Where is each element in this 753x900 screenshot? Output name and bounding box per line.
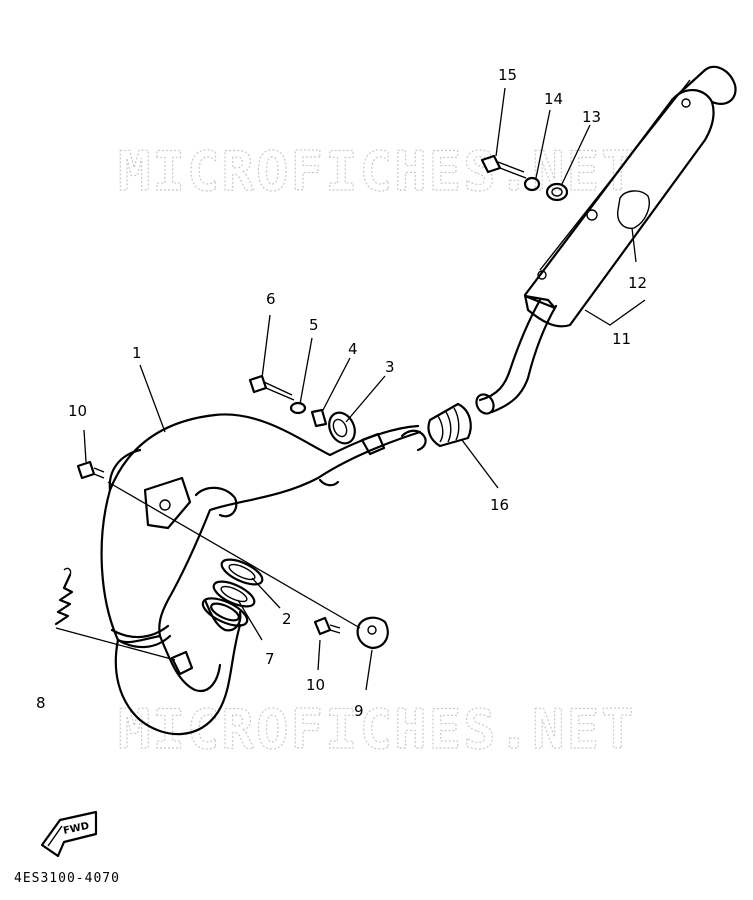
callout-6: 6 (266, 290, 276, 308)
callout-9: 9 (354, 702, 364, 720)
watermark-bottom: MICROFICHES.NET (118, 698, 636, 761)
silencer-hardware (480, 154, 569, 202)
leader-lines (55, 87, 646, 691)
callout-13: 13 (582, 108, 601, 126)
callout-4: 4 (348, 340, 358, 358)
callout-8: 8 (36, 694, 46, 712)
callout-7: 7 (265, 650, 275, 668)
callout-16: 16 (490, 496, 509, 514)
clamp (356, 616, 389, 650)
callout-10-lower: 10 (306, 676, 325, 694)
fwd-arrow-icon: FWD (40, 810, 98, 858)
callout-11: 11 (612, 330, 631, 348)
exhaust-gaskets (201, 558, 264, 627)
diagram-code: 4ES3100-4070 (14, 871, 120, 886)
watermark-top: MICROFICHES.NET (118, 140, 636, 203)
fwd-label: FWD (62, 821, 90, 837)
callout-12: 12 (628, 274, 647, 292)
callout-labels: 1 2 3 4 5 6 7 8 9 10 10 11 12 13 14 15 1… (36, 66, 647, 720)
exhaust-spring (54, 567, 74, 626)
callout-10-upper: 10 (68, 402, 87, 420)
callout-15: 15 (498, 66, 517, 84)
callout-5: 5 (309, 316, 319, 334)
callout-3: 3 (385, 358, 395, 376)
silencer (475, 65, 737, 415)
joint-boot (427, 402, 472, 448)
callout-14: 14 (544, 90, 563, 108)
mount-hardware (248, 374, 356, 445)
bolts-10 (76, 460, 341, 636)
callout-1: 1 (132, 344, 142, 362)
expansion-chamber (100, 413, 427, 736)
callout-2: 2 (282, 610, 292, 628)
